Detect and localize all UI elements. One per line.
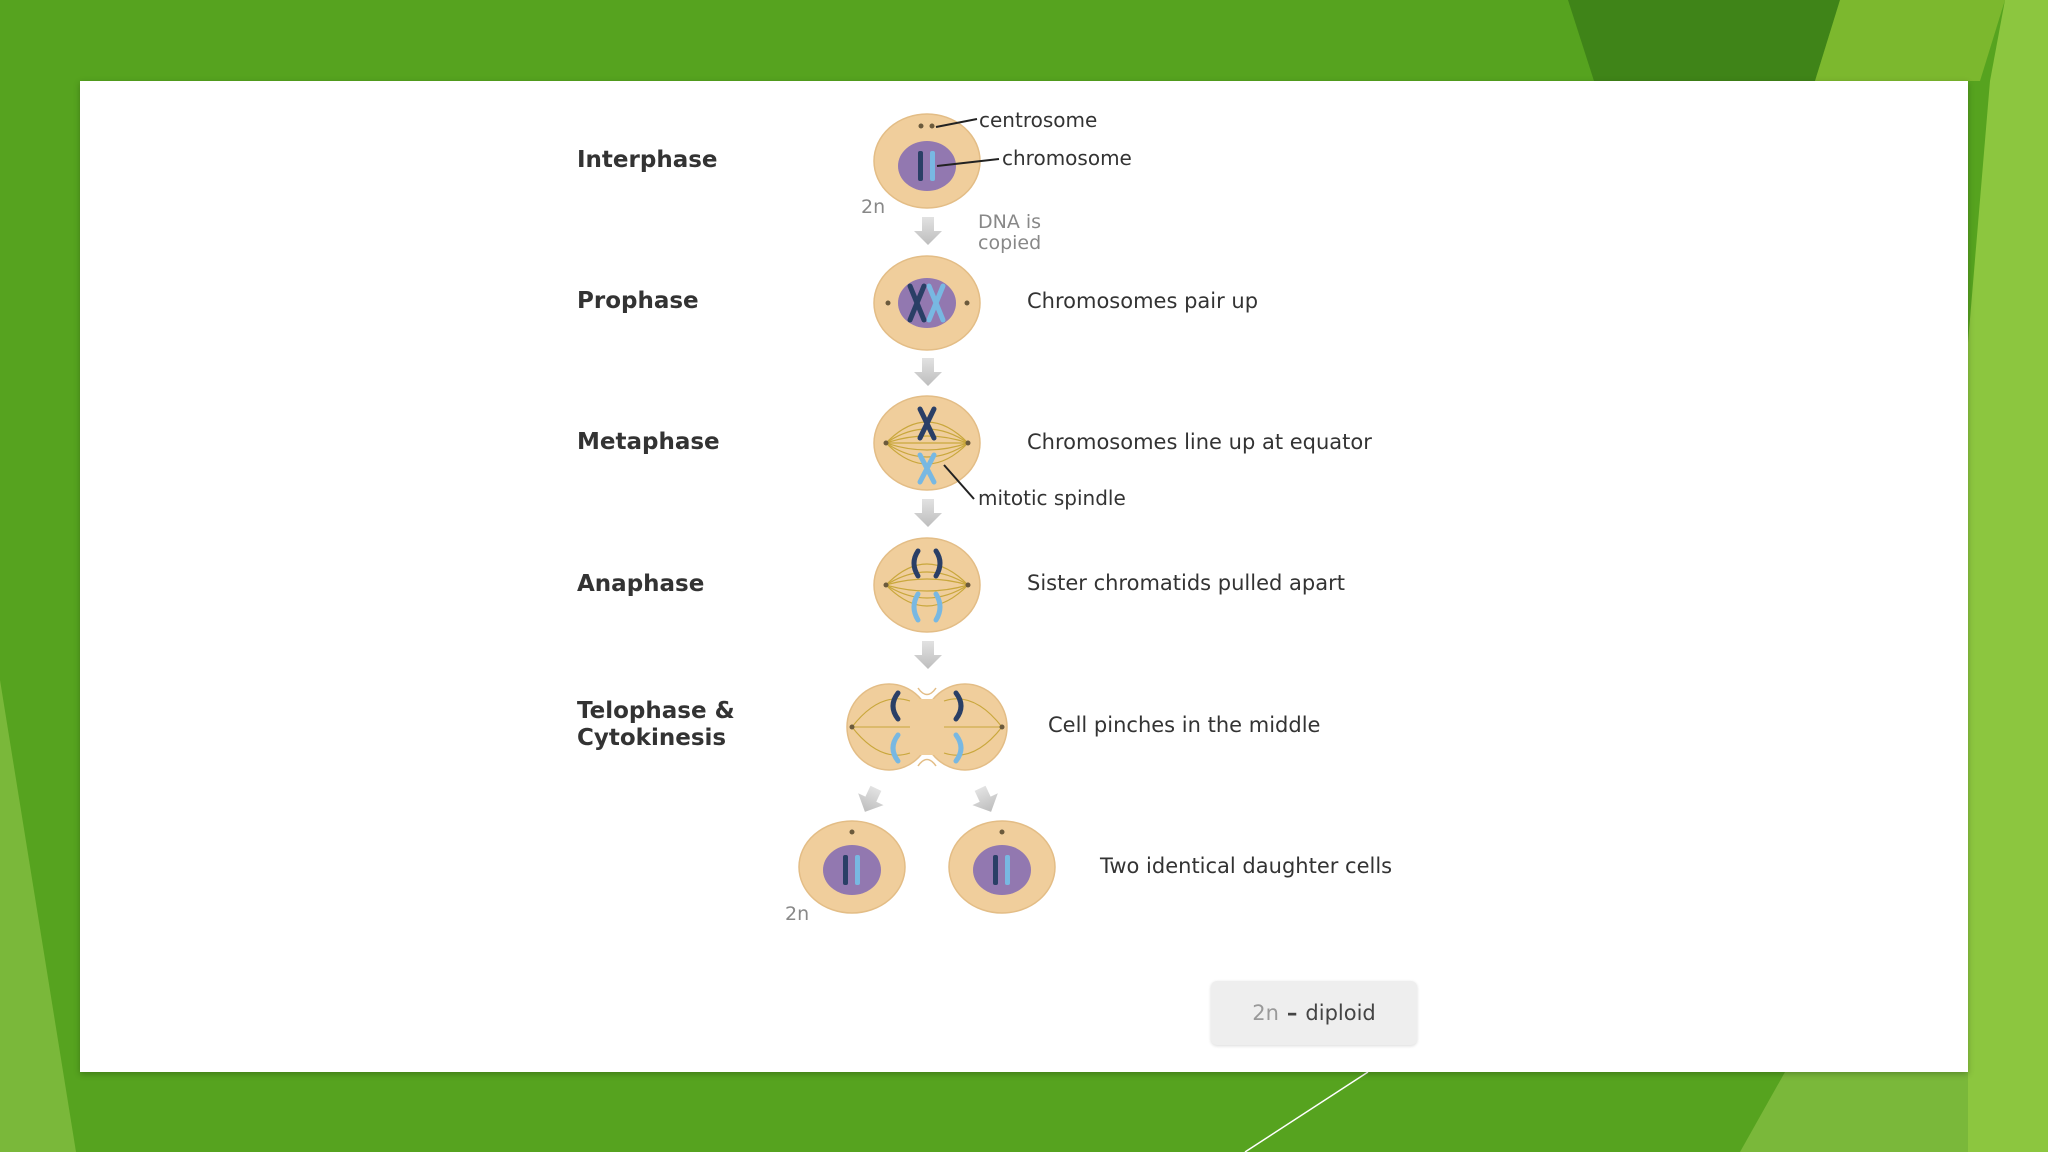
top-right-dark-panel — [1568, 0, 1840, 81]
top-right-light-panel — [1815, 0, 2005, 81]
anaphase-description: Sister chromatids pulled apart — [1027, 571, 1345, 595]
diagonal-arrow-left — [858, 785, 884, 812]
centrosome-label: centrosome — [979, 108, 1098, 132]
chromatid-light-left — [890, 732, 901, 764]
mitosis-diagram — [798, 113, 1056, 914]
chromosome-pointer — [936, 158, 1000, 167]
centrosome-dot — [849, 829, 855, 835]
interphase-nucleus — [898, 141, 956, 191]
daughter-cells-description: Two identical daughter cells — [1100, 854, 1393, 878]
down-arrow — [914, 499, 942, 527]
metaphase-description: Chromosomes line up at equator — [1027, 430, 1372, 454]
centrosome-pointer — [935, 118, 978, 128]
centrosome-dot — [965, 582, 971, 588]
dna-copied-label: DNA is copied — [978, 211, 1042, 254]
phase-label-interphase: Interphase — [577, 147, 718, 173]
telophase-cell — [846, 683, 1008, 771]
centrosome-dot — [849, 724, 855, 730]
anaphase-cell — [873, 537, 981, 633]
interphase-ploidy-label: 2n — [861, 196, 886, 218]
chromosome-dark-x — [917, 406, 937, 441]
diagonal-arrow-right — [972, 785, 998, 812]
left-edge-stripe — [0, 680, 76, 1152]
down-arrow — [914, 358, 942, 386]
daughter-ploidy-label: 2n — [785, 903, 810, 925]
chromatid-dark-left — [911, 548, 921, 579]
chromosome-dark — [918, 151, 923, 181]
mitotic-spindle-label: mitotic spindle — [978, 486, 1126, 510]
daughter-cell-right — [948, 820, 1056, 914]
phase-label-metaphase: Metaphase — [577, 429, 720, 455]
chromatid-light-left — [911, 591, 921, 623]
centrosome-dot — [964, 300, 970, 306]
chromosome-dark-x — [907, 283, 927, 323]
chromatid-dark-left — [890, 690, 901, 722]
slide-content-card: Interphase Prophase Metaphase Anaphase T… — [80, 81, 1968, 1072]
chromosome-label: chromosome — [1002, 146, 1132, 170]
legend-meaning: diploid — [1305, 1001, 1376, 1025]
chromatid-light-right — [953, 732, 964, 764]
centrosome-dot — [883, 582, 889, 588]
mitotic-spindle-fibers — [885, 563, 969, 607]
phase-label-telophase: Telophase & Cytokinesis — [577, 698, 735, 751]
centrosome-dot — [999, 724, 1005, 730]
chromatid-dark-right — [933, 548, 943, 579]
centrosome-dot — [918, 123, 924, 129]
chromosome-light-x — [926, 283, 946, 323]
diploid-legend: 2n – diploid — [1211, 981, 1417, 1045]
bottom-thin-line — [1244, 1071, 1369, 1152]
mitotic-spindle-fibers — [851, 698, 1003, 756]
legend-symbol: 2n — [1252, 1001, 1279, 1025]
interphase-cell — [873, 113, 1000, 209]
prophase-description: Chromosomes pair up — [1027, 289, 1259, 313]
prophase-cell — [873, 255, 981, 351]
metaphase-cell — [873, 395, 981, 500]
down-arrow — [914, 641, 942, 669]
spindle-pointer — [943, 464, 975, 500]
chromosome-light-x — [917, 452, 937, 485]
chromatid-dark-right — [953, 690, 964, 722]
telophase-description: Cell pinches in the middle — [1048, 713, 1321, 737]
bottom-right-stripe — [1740, 1072, 1968, 1152]
centrosome-dot — [929, 123, 935, 129]
phase-label-anaphase: Anaphase — [577, 571, 705, 597]
chromosome-light — [930, 151, 935, 181]
down-arrow — [914, 217, 942, 245]
centrosome-dot — [885, 300, 891, 306]
legend-separator: – — [1286, 1001, 1298, 1025]
chromatid-light-right — [933, 591, 943, 623]
centrosome-dot — [999, 829, 1005, 835]
phase-label-prophase: Prophase — [577, 288, 699, 314]
centrosome-dot — [883, 440, 889, 446]
daughter-cell-left — [798, 820, 906, 914]
mitotic-spindle-fibers — [885, 421, 969, 465]
centrosome-dot — [965, 440, 971, 446]
